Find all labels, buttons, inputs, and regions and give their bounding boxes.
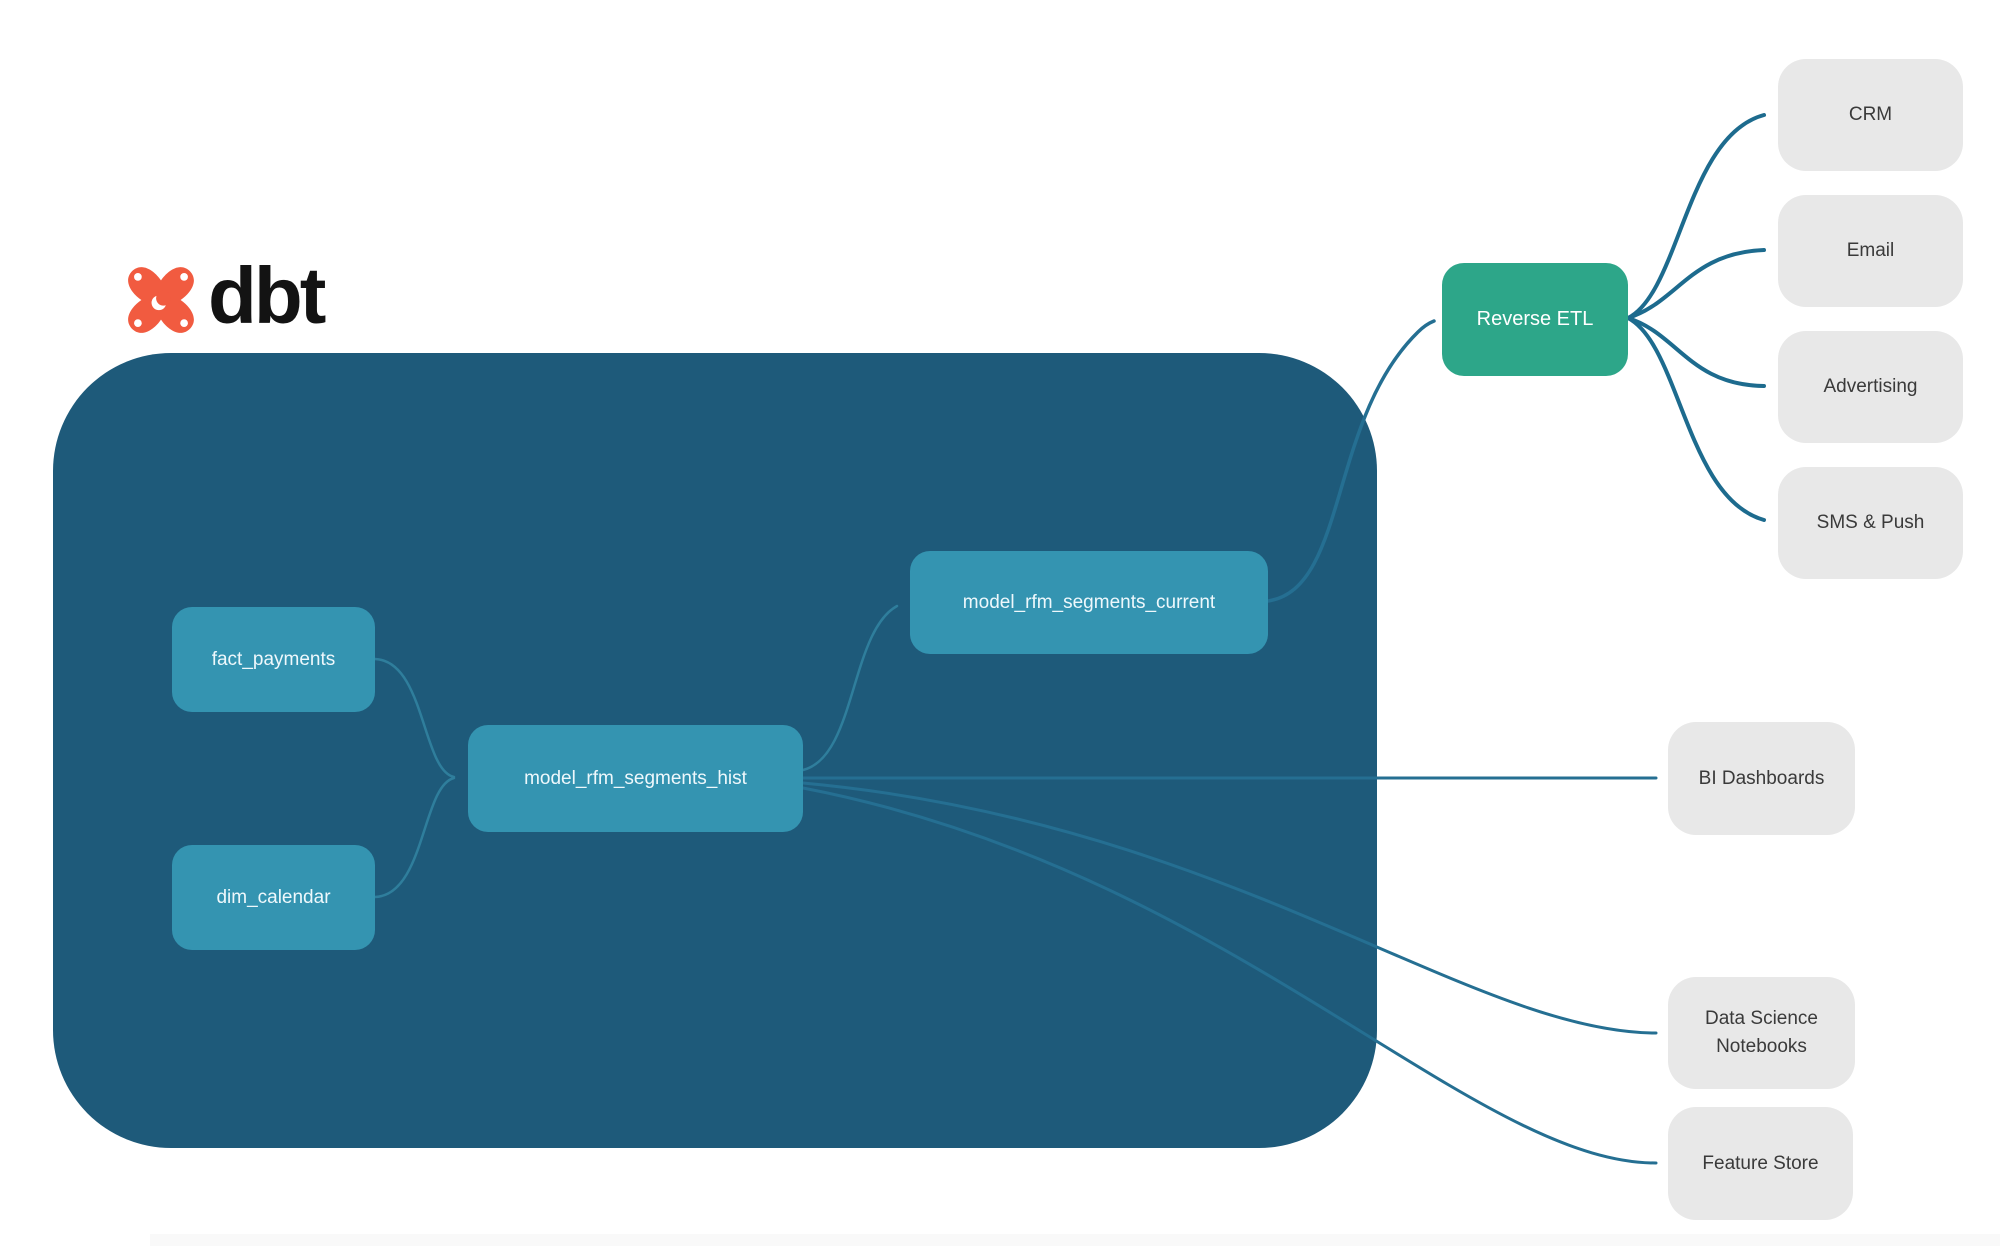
node-feature-store: Feature Store — [1668, 1107, 1853, 1220]
node-model-rfm-segments-current: model_rfm_segments_current — [910, 551, 1268, 654]
edge-reverse-etl-to-crm — [1626, 113, 1766, 320]
edge-reverse-etl-to-sms-push — [1626, 316, 1766, 522]
dbt-logo-icon — [128, 267, 194, 333]
node-dim-calendar: dim_calendar — [172, 845, 375, 950]
node-advertising-label: Advertising — [1823, 376, 1918, 398]
node-advertising: Advertising — [1778, 331, 1963, 443]
node-fact-payments-label: fact_payments — [211, 648, 336, 670]
node-sms-push: SMS & Push — [1778, 467, 1963, 579]
node-fact-payments: fact_payments — [172, 607, 375, 712]
node-model-rfm-segments-hist: model_rfm_segments_hist — [468, 725, 803, 832]
dbt-logo: dbt — [126, 256, 326, 340]
node-sms-push-label: SMS & Push — [1816, 512, 1925, 534]
node-crm: CRM — [1778, 59, 1963, 171]
node-dim-calendar-label: dim_calendar — [216, 886, 331, 908]
edge-reverse-etl-to-advertising — [1626, 316, 1766, 388]
dbt-logo-text: dbt — [208, 251, 326, 340]
node-data-science-notebooks-label: Data Science Notebooks — [1704, 1008, 1818, 1057]
footer-strip — [150, 1234, 2000, 1246]
node-email: Email — [1778, 195, 1963, 307]
edge-reverse-etl-to-email — [1626, 248, 1766, 320]
node-crm-label: CRM — [1848, 104, 1893, 126]
node-reverse-etl-label: Reverse ETL — [1476, 308, 1594, 330]
node-reverse-etl: Reverse ETL — [1442, 263, 1628, 376]
node-data-science-notebooks: Data Science Notebooks — [1668, 977, 1855, 1089]
node-model-rfm-segments-hist-label: model_rfm_segments_hist — [524, 767, 747, 789]
node-email-label: Email — [1846, 240, 1895, 262]
node-model-rfm-segments-current-label: model_rfm_segments_current — [962, 591, 1216, 613]
node-feature-store-label: Feature Store — [1702, 1152, 1819, 1174]
node-bi-dashboards-label: BI Dashboards — [1698, 767, 1825, 789]
node-bi-dashboards: BI Dashboards — [1668, 722, 1855, 835]
